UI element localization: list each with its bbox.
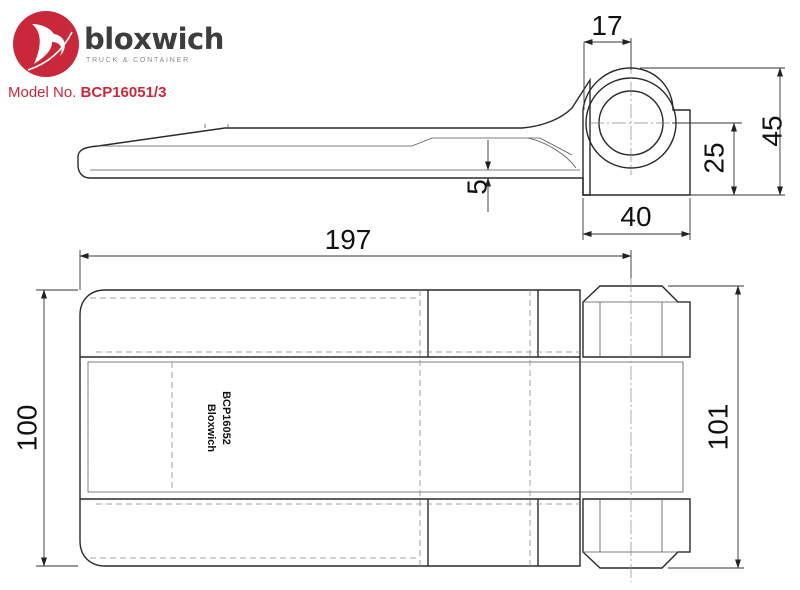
brand-name: bloxwich <box>84 22 224 56</box>
brand-block: bloxwich TRUCK & CONTAINER <box>8 6 268 86</box>
dim-pin-center-height: 25 <box>698 142 729 173</box>
side-view: 17 45 25 5 40 <box>77 10 787 240</box>
logo-mark <box>32 24 65 64</box>
logo-swoosh <box>27 31 73 71</box>
side-view-eye-body <box>582 67 691 196</box>
side-view-leaf-bevel <box>98 137 573 156</box>
model-number: BCP16051/3 <box>80 84 167 101</box>
dim-eye-width: 17 <box>591 10 622 41</box>
brand-tagline: TRUCK & CONTAINER <box>86 57 190 64</box>
plan-view-bottom-knuckle <box>582 498 691 569</box>
bloxwich-logo-icon <box>13 11 79 77</box>
part-stamp-brand: Bloxwich <box>205 404 217 453</box>
side-view-weld-seam <box>527 137 577 169</box>
part-stamp-number: BCP16052 <box>220 391 232 445</box>
dim-leaf-width: 100 <box>11 405 42 452</box>
plan-view-center-panel <box>87 361 684 493</box>
dim-overall-length: 197 <box>325 224 372 255</box>
plan-view-top-knuckle <box>582 285 691 358</box>
plan-view: 197 100 101 <box>11 224 744 582</box>
dim-leaf-thickness: 5 <box>461 179 492 195</box>
model-number-line: Model No. BCP16051/3 <box>8 84 166 101</box>
dim-base-width: 40 <box>620 201 651 232</box>
dim-hinge-width: 101 <box>702 404 733 451</box>
plan-view-leaf-outline <box>79 289 581 567</box>
dim-eye-height: 45 <box>756 115 787 146</box>
side-view-leaf-outline <box>77 77 591 196</box>
model-label: Model No. <box>8 84 77 101</box>
